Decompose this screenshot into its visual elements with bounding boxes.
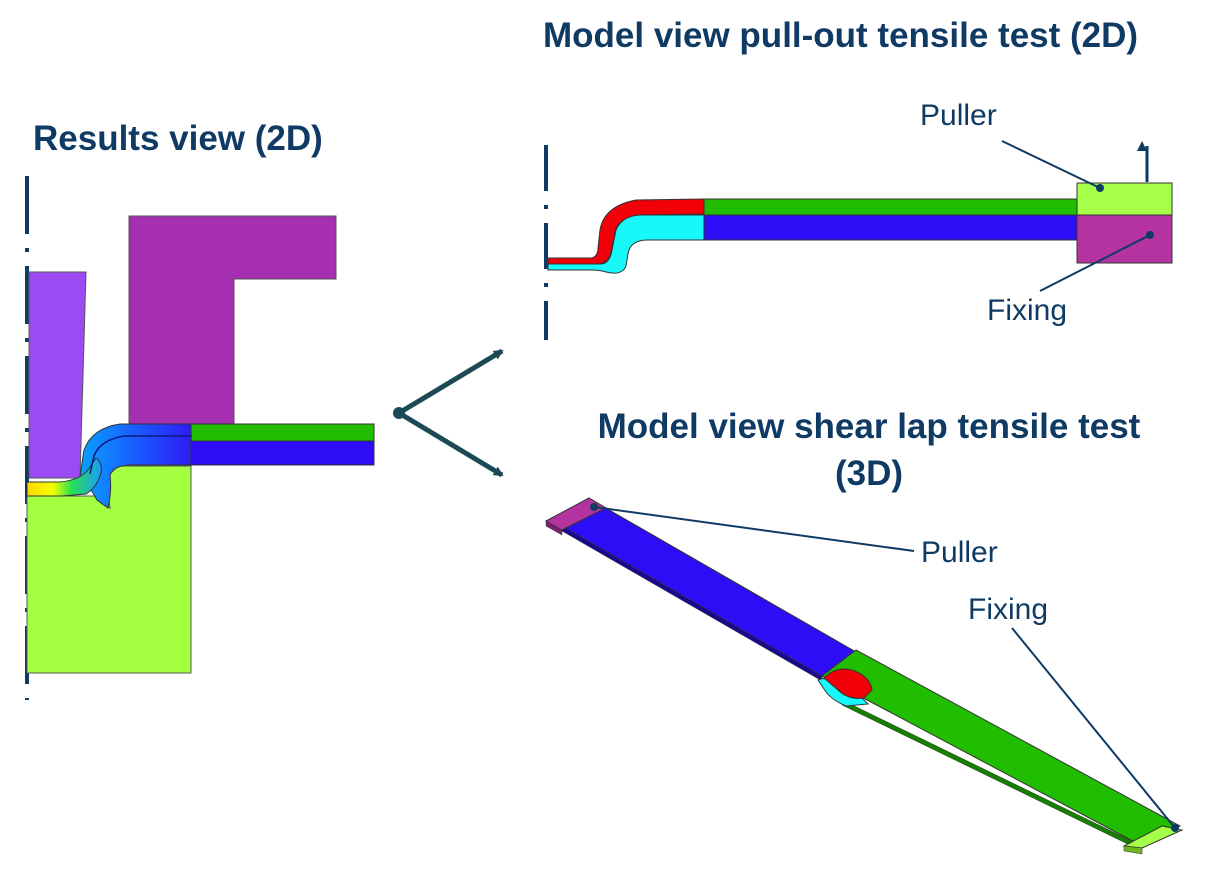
pullout-fixing-leader-dot [1146, 231, 1154, 239]
shearlap-green-strip [821, 649, 1182, 847]
shearlap-model-title-line1: Model view shear lap tensile test [597, 407, 1141, 446]
arrow-to-shearlap [397, 410, 504, 478]
pullout-fixing-label: Fixing [987, 294, 1068, 327]
shearlap-fixing-tab-edge [1123, 845, 1143, 855]
shearlap-puller-label: Puller [921, 536, 998, 569]
pullout-blue-sheet [703, 214, 1078, 241]
pullout-fixing-leader [1039, 234, 1151, 292]
shearlap-fixing-leader-dot [1171, 824, 1179, 832]
arrow-to-pullout [397, 348, 504, 416]
pullout-model-title: Model view pull-out tensile test (2D) [543, 16, 1139, 55]
shearlap-green-strip-edge [841, 699, 1143, 852]
pullout-fixing-block [1076, 214, 1173, 264]
shearlap-fixing-leader [1011, 627, 1176, 829]
pullout-puller-leader-dot [1096, 184, 1104, 192]
joint-deformed-region [79, 423, 192, 509]
joint-flow-line [89, 435, 192, 475]
results-view-diagram [25, 176, 375, 700]
shearlap-fixing-label: Fixing [968, 593, 1049, 626]
shearlap-puller-leader [593, 506, 915, 552]
pullout-puller-block [1076, 182, 1173, 216]
blankholder-part [28, 271, 87, 479]
shearlap-model-title-line2: (3D) [834, 454, 904, 493]
joint-stress-region [26, 457, 102, 497]
results-view-title: Results view (2D) [33, 119, 323, 158]
pullout-cyan-part [547, 214, 705, 274]
results-bottom-sheet [190, 440, 375, 466]
pullout-model-diagram [544, 140, 1173, 340]
shearlap-joint-red [823, 668, 873, 699]
shearlap-model-diagram [544, 497, 1184, 855]
shearlap-blue-strip-edge [561, 525, 823, 682]
pullout-puller-label: Puller [920, 99, 997, 132]
shearlap-puller-tab-edge [545, 520, 563, 536]
pullout-puller-leader [1001, 140, 1101, 189]
pointer-arrows [393, 348, 504, 478]
shearlap-puller-leader-dot [590, 503, 598, 511]
punch-part [128, 215, 337, 425]
pullout-green-sheet [703, 198, 1078, 216]
shearlap-blue-strip [560, 506, 857, 677]
results-top-sheet [190, 423, 375, 442]
